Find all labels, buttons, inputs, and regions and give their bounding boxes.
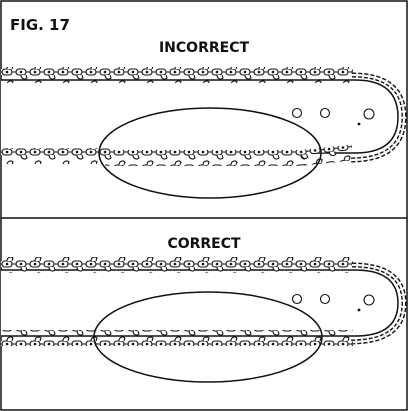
figure-label: FIG. 17 [10,16,70,34]
chain-bottom-run-right [299,144,354,166]
panel-correct: CORRECT [1,236,407,383]
bar-hole [357,308,361,312]
guide-bar [1,79,399,154]
bar-hole [319,293,331,305]
bar-hole [319,107,331,119]
panel-incorrect: INCORRECT [1,40,407,199]
chain-bottom-run-left [1,148,111,164]
bar-hole [291,107,303,119]
bar-hole [363,294,375,306]
panel-caption-correct: CORRECT [167,236,241,252]
highlight-ellipse [93,291,323,383]
highlight-ellipse [98,107,322,199]
guide-bar [1,269,399,337]
bar-hole [357,122,361,126]
chain-top-run [1,67,353,83]
chain-bottom-run-sagging [105,150,305,166]
bar-hole [363,108,375,120]
panel-caption-incorrect: INCORRECT [159,40,250,56]
chain-bottom-run [1,330,353,346]
chain-top-run [1,257,353,273]
bar-hole [291,293,303,305]
